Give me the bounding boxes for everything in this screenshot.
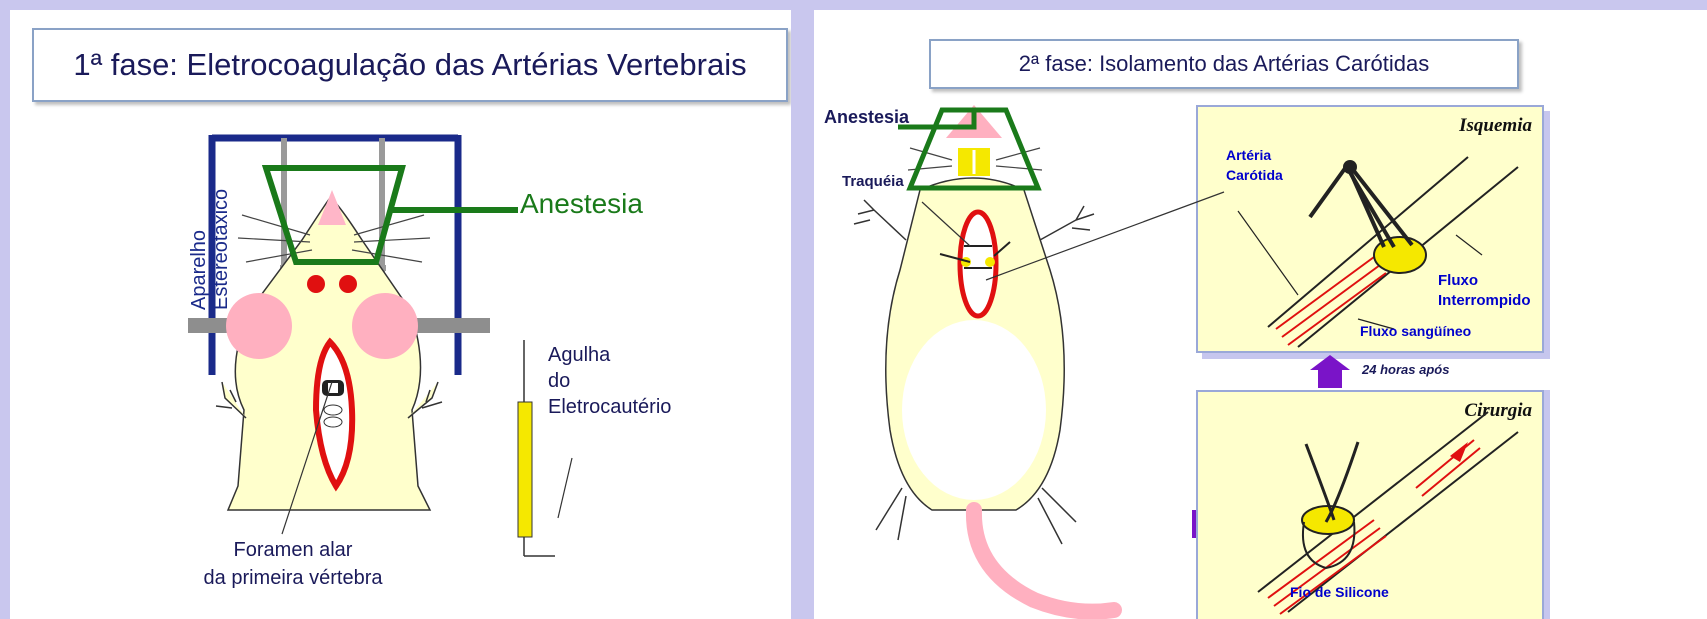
rat-eye-right (339, 275, 357, 293)
needle-label-line2: do (548, 368, 671, 394)
rat2-tail (974, 510, 1114, 612)
right-panel: 2ª fase: Isolamento das Artérias Carótid… (814, 10, 1707, 619)
up-arrow (1310, 355, 1350, 388)
phase-1-illustration (10, 10, 791, 619)
anesthesia-mask-2 (910, 110, 1038, 188)
needle-label-line1: Agulha (548, 342, 671, 368)
rat-ear-right (352, 293, 418, 359)
flow-stop-label: Fluxo Interrompido (1438, 271, 1531, 311)
trachea-label: Traquéia (842, 173, 904, 190)
needle-label-line3: Eletrocautério (548, 394, 671, 420)
anesthesia-label-1: Anestesia (520, 188, 643, 220)
rat-ear-left (226, 293, 292, 359)
phase-2-title: 2ª fase: Isolamento das Artérias Carótid… (929, 39, 1519, 89)
rat2-belly (902, 320, 1046, 500)
rat2-legs (876, 488, 1076, 544)
artery-pointer (1238, 211, 1298, 295)
rat2-arm-right (1040, 206, 1094, 240)
artery-label-line2: Carótida (1226, 165, 1283, 185)
foramen-label-line1: Foramen alar (158, 536, 428, 564)
anesthesia-tube-2 (898, 110, 974, 127)
rat2-arm-left (854, 200, 906, 240)
rat2-nose (946, 105, 1002, 138)
carotid-pointer (986, 192, 1224, 280)
needle-handle (518, 402, 532, 537)
foramen-label-line2: da primeira vértebra (158, 564, 428, 592)
artery-label: Artéria Carótida (1226, 145, 1283, 185)
surgery-box: Cirurgia Fio de Silicone (1196, 390, 1544, 619)
anesthesia-label-2: Anestesia (824, 107, 909, 128)
artery-label-line1: Artéria (1226, 145, 1283, 165)
rat-nose (318, 190, 346, 225)
trachea-pointer (922, 202, 970, 246)
rat2-body (886, 178, 1064, 510)
silicone-label: Fio de Silicone (1290, 582, 1389, 602)
left-panel: 1ª fase: Eletrocoagulação das Artérias V… (10, 10, 791, 619)
blood-flow-label: Fluxo sangüíneo (1360, 321, 1471, 341)
flow-stop-label-line1: Fluxo (1438, 271, 1531, 291)
flow-stop-label-line2: Interrompido (1438, 291, 1531, 311)
stereotaxic-label: Aparelho Estereotáxico (188, 189, 232, 310)
ischemia-drawing (1198, 107, 1542, 351)
rat2-incision (960, 212, 996, 316)
needle-label: Agulha do Eletrocautério (548, 342, 671, 420)
after-24h-label: 24 horas após (1362, 362, 1449, 377)
ischemia-box: Isquemia Artéria Carótida (1196, 105, 1544, 353)
rat-eye-left (307, 275, 325, 293)
foramen-label: Foramen alar da primeira vértebra (158, 536, 428, 592)
stereotaxic-label-line1: Aparelho (188, 189, 210, 310)
stereotaxic-label-line2: Estereotáxico (210, 189, 232, 310)
rat2-teeth (958, 148, 990, 176)
